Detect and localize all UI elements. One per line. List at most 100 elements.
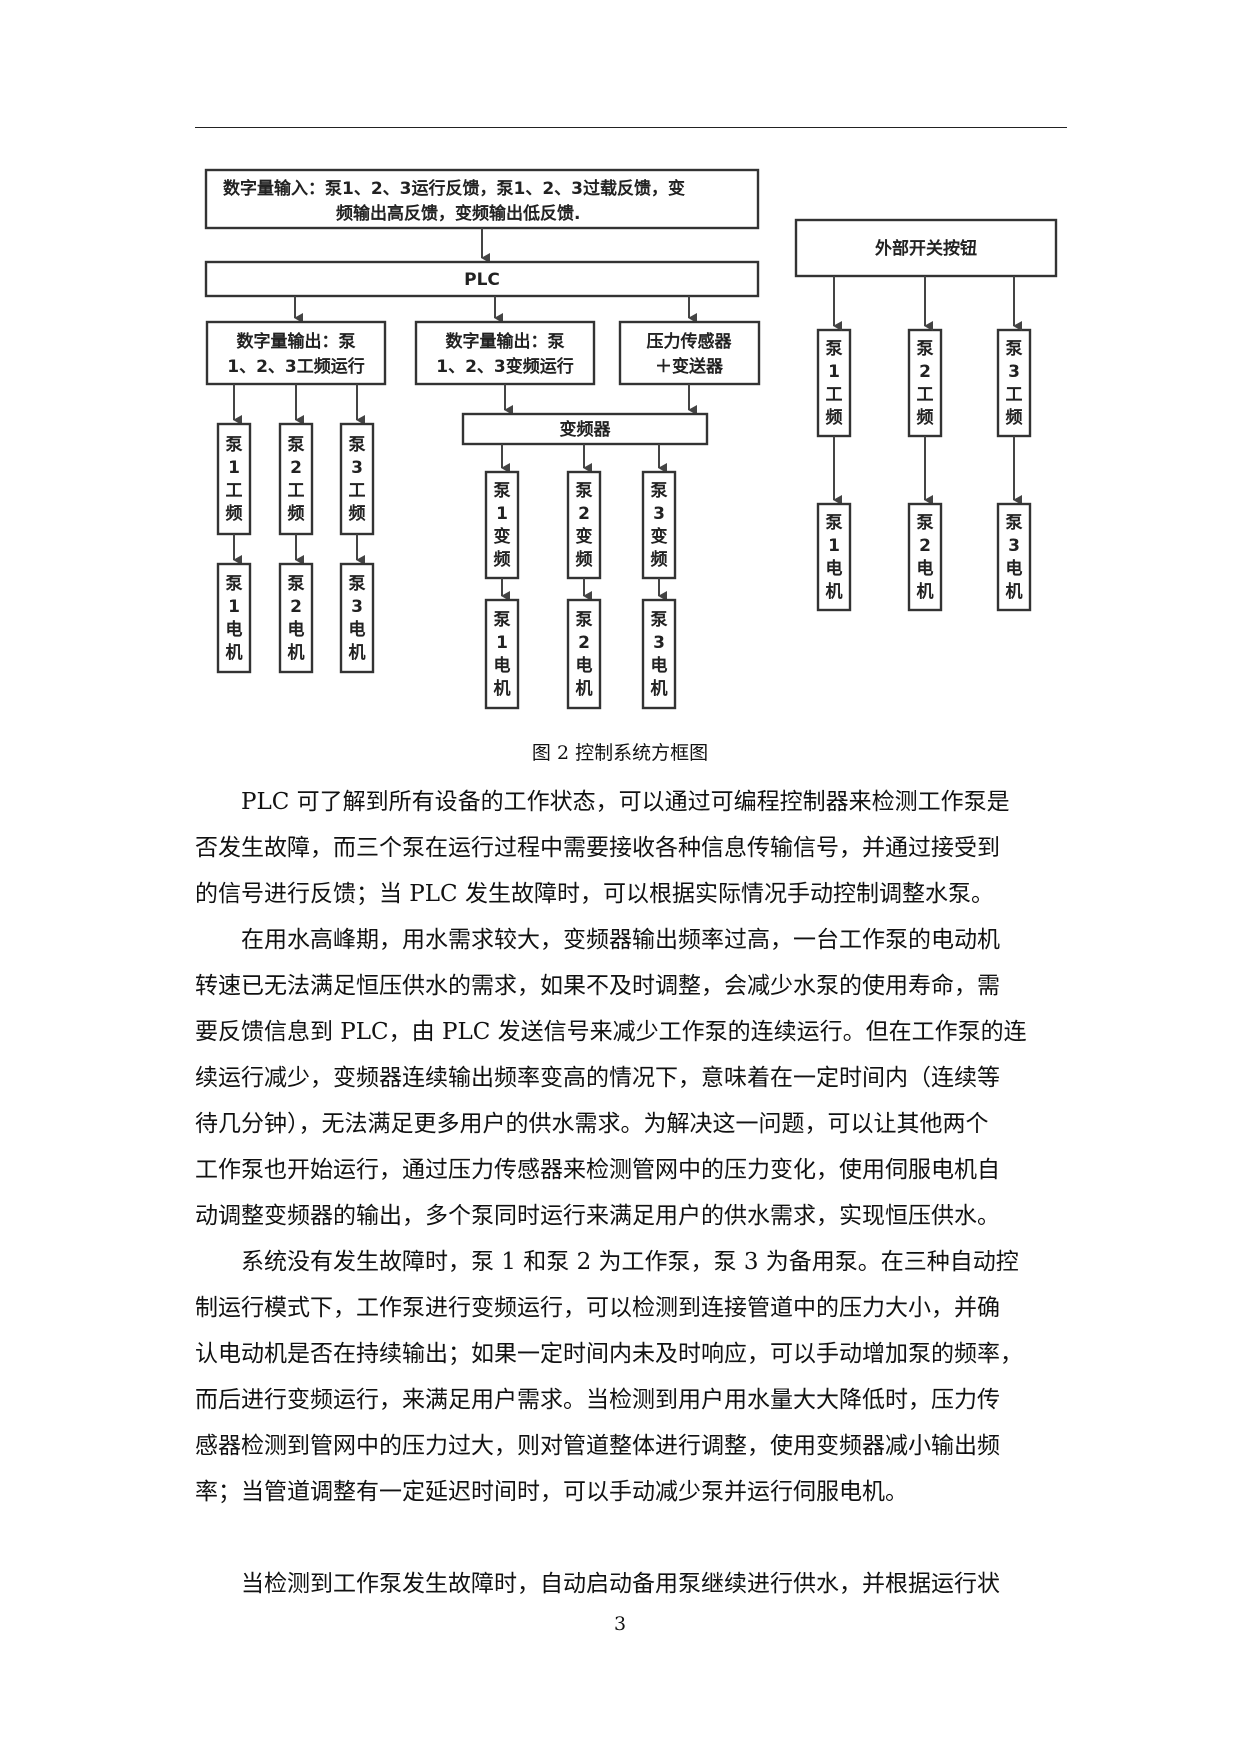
svg-text:数字量输入：泵1、2、3运行反馈，泵1、2、3过载反馈，变: 数字量输入：泵1、2、3运行反馈，泵1、2、3过载反馈，变 xyxy=(223,178,685,199)
paragraph-line: 动调整变频器的输出，多个泵同时运行来满足用户的供水需求，实现恒压供水。 xyxy=(195,1203,1000,1229)
svg-text:机: 机 xyxy=(1006,581,1023,602)
paragraph-line: PLC 可了解到所有设备的工作状态，可以通过可编程控制器来检测工作泵是 xyxy=(241,789,1010,815)
paragraph-line: 待几分钟），无法满足更多用户的供水需求。为解决这一问题，可以让其他两个 xyxy=(195,1111,989,1137)
svg-text:频输出高反馈，变频输出低反馈.: 频输出高反馈，变频输出低反馈. xyxy=(336,203,580,224)
svg-text:泵: 泵 xyxy=(494,610,511,630)
svg-text:频: 频 xyxy=(494,549,511,570)
svg-text:机: 机 xyxy=(226,642,243,663)
svg-text:泵: 泵 xyxy=(826,339,843,359)
paragraph-3: 系统没有发生故障时，泵 1 和泵 2 为工作泵，泵 3 为备用泵。在三种自动控 … xyxy=(195,1239,1067,1515)
svg-text:2: 2 xyxy=(578,633,590,653)
svg-text:工: 工 xyxy=(1006,385,1023,405)
svg-text:1: 1 xyxy=(496,633,508,653)
svg-text:变: 变 xyxy=(651,526,668,547)
svg-text:压力传感器: 压力传感器 xyxy=(647,331,733,352)
svg-text:1、2、3工频运行: 1、2、3工频运行 xyxy=(227,356,365,377)
svg-text:电: 电 xyxy=(826,558,843,579)
svg-text:频: 频 xyxy=(826,407,843,428)
svg-text:电: 电 xyxy=(576,655,593,676)
paragraph-1: PLC 可了解到所有设备的工作状态，可以通过可编程控制器来检测工作泵是 否发生故… xyxy=(195,779,1067,917)
digital-output-vfd-box: 数字量输出：泵 1、2、3变频运行 xyxy=(414,320,596,386)
svg-text:3: 3 xyxy=(1008,362,1020,382)
svg-text:机: 机 xyxy=(288,642,305,663)
svg-text:变: 变 xyxy=(576,526,593,547)
digital-output-power-box: 数字量输出：泵 1、2、3工频运行 xyxy=(205,320,387,386)
figure-caption: 图 2 控制系统方框图 xyxy=(531,742,709,764)
svg-text:泵: 泵 xyxy=(349,574,366,594)
plc-box: PLC xyxy=(204,260,760,298)
svg-text:工: 工 xyxy=(288,481,305,501)
svg-text:泵: 泵 xyxy=(651,481,668,501)
svg-text:2: 2 xyxy=(290,597,302,617)
svg-text:PLC: PLC xyxy=(464,270,500,290)
svg-text:工: 工 xyxy=(917,385,934,405)
pump-power-box: 泵 2 工频 xyxy=(907,328,943,438)
svg-text:机: 机 xyxy=(349,642,366,663)
svg-text:频: 频 xyxy=(576,549,593,570)
svg-text:2: 2 xyxy=(578,504,590,524)
control-system-block-diagram: 数字量输入：泵1、2、3运行反馈，泵1、2、3过载反馈，变 频输出高反馈，变频输… xyxy=(204,168,1058,710)
svg-text:电: 电 xyxy=(349,619,366,640)
paragraph-line: 续运行减少，变频器连续输出频率变高的情况下，意味着在一定时间内（连续等 xyxy=(195,1065,1000,1091)
page-number: 3 xyxy=(613,1613,627,1635)
svg-text:1: 1 xyxy=(228,597,240,617)
svg-text:3: 3 xyxy=(653,504,665,524)
svg-text:3: 3 xyxy=(653,633,665,653)
svg-text:1、2、3变频运行: 1、2、3变频运行 xyxy=(436,356,574,377)
svg-text:机: 机 xyxy=(826,581,843,602)
svg-text:工: 工 xyxy=(826,385,843,405)
digital-input-box: 数字量输入：泵1、2、3运行反馈，泵1、2、3过载反馈，变 频输出高反馈，变频输… xyxy=(204,168,760,230)
svg-text:泵: 泵 xyxy=(826,513,843,533)
svg-text:电: 电 xyxy=(917,558,934,579)
paragraph-line: 认电动机是否在持续输出；如果一定时间内未及时响应，可以手动增加泵的频率， xyxy=(195,1341,1023,1367)
svg-text:3: 3 xyxy=(351,458,363,478)
svg-text:泵: 泵 xyxy=(288,574,305,594)
svg-text:2: 2 xyxy=(919,362,931,382)
paragraph-line: 率；当管道调整有一定延迟时间时，可以手动减少泵并运行伺服电机。 xyxy=(195,1479,908,1505)
svg-text:3: 3 xyxy=(1008,536,1020,556)
svg-text:工: 工 xyxy=(226,481,243,501)
svg-text:电: 电 xyxy=(651,655,668,676)
svg-text:机: 机 xyxy=(917,581,934,602)
svg-text:泵: 泵 xyxy=(651,610,668,630)
paragraph-line: 制运行模式下，工作泵进行变频运行，可以检测到连接管道中的压力大小，并确 xyxy=(195,1295,1000,1321)
svg-text:数字量输出：泵: 数字量输出：泵 xyxy=(237,331,356,352)
vfd-box: 变频器 xyxy=(461,412,709,446)
svg-text:泵: 泵 xyxy=(1006,513,1023,533)
svg-text:频: 频 xyxy=(651,549,668,570)
paragraph-line: 工作泵也开始运行，通过压力传感器来检测管网中的压力变化，使用伺服电机自 xyxy=(195,1157,1000,1183)
svg-text:2: 2 xyxy=(919,536,931,556)
svg-text:电: 电 xyxy=(494,655,511,676)
svg-text:泵: 泵 xyxy=(917,339,934,359)
svg-text:电: 电 xyxy=(226,619,243,640)
svg-text:1: 1 xyxy=(496,504,508,524)
svg-text:泵: 泵 xyxy=(917,513,934,533)
svg-text:外部开关按钮: 外部开关按钮 xyxy=(875,238,977,259)
paragraph-4: 当检测到工作泵发生故障时，自动启动备用泵继续进行供水，并根据运行状 xyxy=(195,1561,1067,1607)
paragraph-line: 转速已无法满足恒压供水的需求，如果不及时调整，会减少水泵的使用寿命，需 xyxy=(195,973,1000,999)
motor-box: 泵 2电机 xyxy=(907,502,943,612)
svg-text:泵: 泵 xyxy=(288,435,305,455)
svg-text:变: 变 xyxy=(494,526,511,547)
paragraph-line: 系统没有发生故障时，泵 1 和泵 2 为工作泵，泵 3 为备用泵。在三种自动控 xyxy=(241,1249,1019,1275)
paragraph-line: 而后进行变频运行，来满足用户需求。当检测到用户用水量大大降低时，压力传 xyxy=(195,1387,1000,1413)
svg-text:泵: 泵 xyxy=(1006,339,1023,359)
svg-text:泵: 泵 xyxy=(576,610,593,630)
external-switch-box: 外部开关按钮 xyxy=(794,218,1058,278)
svg-text:电: 电 xyxy=(288,619,305,640)
paragraph-line: 的信号进行反馈；当 PLC 发生故障时，可以根据实际情况手动控制调整水泵。 xyxy=(195,881,994,907)
svg-text:频: 频 xyxy=(917,407,934,428)
svg-text:泵: 泵 xyxy=(226,435,243,455)
paragraph-line: 当检测到工作泵发生故障时，自动启动备用泵继续进行供水，并根据运行状 xyxy=(241,1571,1000,1597)
